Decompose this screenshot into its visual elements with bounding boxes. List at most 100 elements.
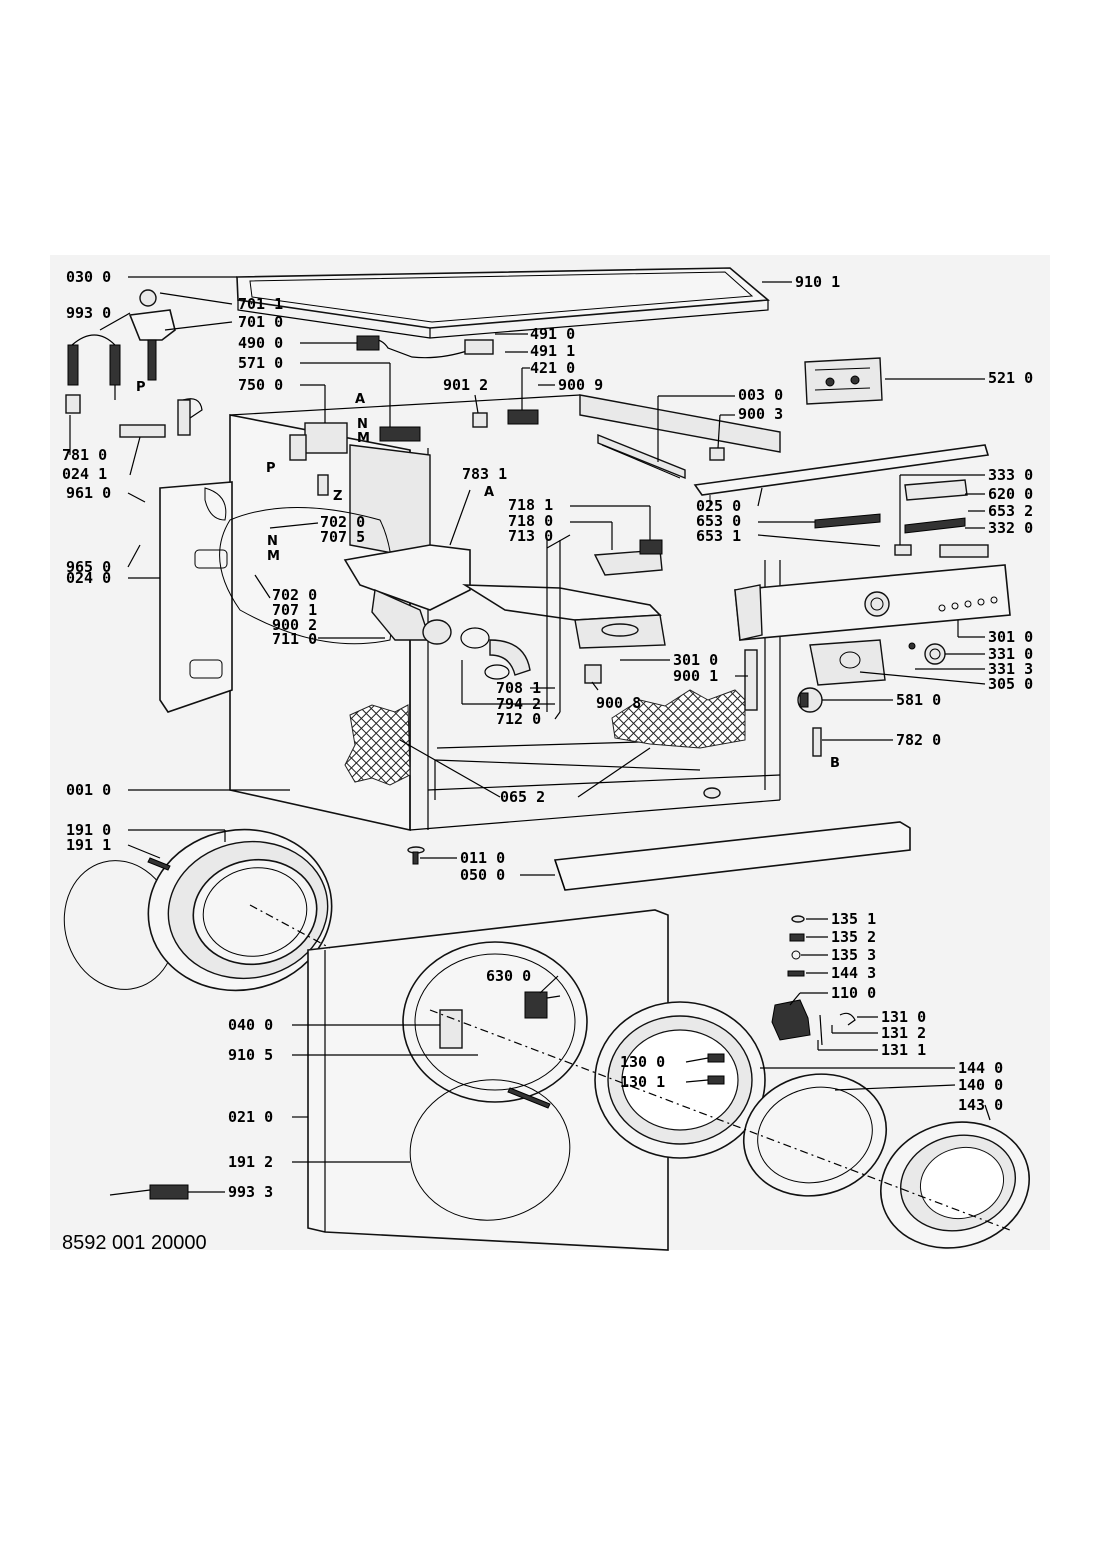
callout-571-0: 571 0 xyxy=(238,354,283,372)
callout-130-1: 130 1 xyxy=(620,1073,665,1091)
callout-140-0: 140 0 xyxy=(958,1076,1003,1094)
callout-910-5: 910 5 xyxy=(228,1046,273,1064)
electronic-module xyxy=(804,357,883,405)
tool-993-3 xyxy=(109,1184,189,1200)
knob-331-0 xyxy=(924,643,946,665)
callout-702-0-a: 702 0 xyxy=(320,513,365,531)
dispenser-housing xyxy=(343,544,471,645)
callout-421-0: 421 0 xyxy=(530,359,575,377)
callout-521-0: 521 0 xyxy=(988,369,1033,387)
callout-333-0: 333 0 xyxy=(988,466,1033,484)
callout-620-0: 620 0 xyxy=(988,485,1033,503)
callout-961-0: 961 0 xyxy=(66,484,111,502)
callout-713-0: 713 0 xyxy=(508,527,553,545)
door-handle xyxy=(771,999,823,1046)
callout-025-0: 025 0 xyxy=(696,497,741,515)
callout-130-0: 130 0 xyxy=(620,1053,665,1071)
callout-901-2: 901 2 xyxy=(443,376,488,394)
callout-191-0: 191 0 xyxy=(66,821,111,839)
top-cover xyxy=(236,267,770,339)
hinge-630-0 xyxy=(524,991,561,1019)
callout-143-0: 143 0 xyxy=(958,1096,1003,1114)
clip-900-8 xyxy=(584,664,602,684)
callout-653-1: 653 1 xyxy=(696,527,741,545)
cross-bar xyxy=(693,444,990,505)
callout-191-1: 191 1 xyxy=(66,836,111,854)
spring-191-1 xyxy=(147,857,171,871)
foot-011-0 xyxy=(407,846,425,865)
callout-900-8: 900 8 xyxy=(596,694,641,712)
letter-markers: A N M P Z A N M P B xyxy=(136,380,840,771)
rod-783-1 xyxy=(449,489,471,546)
door-outer-ring xyxy=(879,1121,1031,1249)
marker-p-inlet: P xyxy=(136,380,146,395)
dispenser-hose xyxy=(460,627,531,680)
control-buttons xyxy=(938,596,998,612)
callout-630-0: 630 0 xyxy=(486,967,531,985)
drain-cap xyxy=(703,787,721,799)
marker-m-detail: M xyxy=(267,549,280,564)
callout-191-2: 191 2 xyxy=(228,1153,273,1171)
rear-rail xyxy=(597,433,686,480)
callout-910-1: 910 1 xyxy=(795,273,840,291)
callout-131-2: 131 2 xyxy=(881,1024,926,1042)
callout-581-0: 581 0 xyxy=(896,691,941,709)
switch-block xyxy=(939,544,989,558)
siphon-cover xyxy=(593,539,663,576)
callout-331-0: 331 0 xyxy=(988,645,1033,663)
callout-653-0: 653 0 xyxy=(696,512,741,530)
marker-n-detail: N xyxy=(267,534,278,549)
small-hardware xyxy=(787,915,856,1026)
inlet-valve xyxy=(289,335,539,496)
mesh-pad-left xyxy=(344,704,411,786)
dispenser-drawer xyxy=(462,584,666,649)
door-lock-040-0 xyxy=(439,1009,463,1049)
callout-131-0: 131 0 xyxy=(881,1008,926,1026)
callout-135-3: 135 3 xyxy=(831,946,876,964)
callout-707-1: 707 1 xyxy=(272,601,317,619)
callout-993-3: 993 3 xyxy=(228,1183,273,1201)
callout-024-1: 024 1 xyxy=(62,465,107,483)
marker-a-valve: A xyxy=(355,392,365,407)
mesh-pad-right xyxy=(611,689,746,749)
inlet-assembly xyxy=(65,289,203,438)
detail-bubble xyxy=(219,507,394,645)
marker-p-valve: P xyxy=(266,461,276,476)
door-frame xyxy=(594,1001,766,1159)
callout-965-0: 965 0 xyxy=(66,558,111,576)
clip-900-3 xyxy=(709,447,725,461)
callout-331-3: 331 3 xyxy=(988,660,1033,678)
callout-135-1: 135 1 xyxy=(831,910,876,928)
callout-003-0: 003 0 xyxy=(738,386,783,404)
marker-a-rod: A xyxy=(484,485,494,500)
callout-001-0: 001 0 xyxy=(66,781,111,799)
callout-750-0: 750 0 xyxy=(238,376,283,394)
pressure-switch xyxy=(797,687,823,713)
document-number: 8592 001 20000 xyxy=(62,1232,207,1254)
hose-782-0 xyxy=(812,727,822,757)
callout-900-9: 900 9 xyxy=(558,376,603,394)
callout-131-1: 131 1 xyxy=(881,1041,926,1059)
callout-135-2: 135 2 xyxy=(831,928,876,946)
callout-011-0: 011 0 xyxy=(460,849,505,867)
callout-708-1: 708 1 xyxy=(496,679,541,697)
callout-144-0: 144 0 xyxy=(958,1059,1003,1077)
callout-707-5: 707 5 xyxy=(320,528,365,546)
callout-144-3: 144 3 xyxy=(831,964,876,982)
callout-718-0: 718 0 xyxy=(508,512,553,530)
callout-491-0: 491 0 xyxy=(530,325,575,343)
callout-labels: 030 0 701 1 701 0 993 0 490 0 571 0 750 … xyxy=(62,268,1033,1201)
callout-491-1: 491 1 xyxy=(530,342,575,360)
callout-305-0: 305 0 xyxy=(988,675,1033,693)
callout-711-0: 711 0 xyxy=(272,630,317,648)
callout-653-2: 653 2 xyxy=(988,502,1033,520)
callout-065-2: 065 2 xyxy=(500,788,545,806)
callout-110-0: 110 0 xyxy=(831,984,876,1002)
callout-783-1: 783 1 xyxy=(462,465,507,483)
callout-701-1: 701 1 xyxy=(238,295,283,313)
marker-b: B xyxy=(830,756,840,771)
side-panel xyxy=(159,481,233,713)
callout-900-2: 900 2 xyxy=(272,616,317,634)
marker-z: Z xyxy=(333,489,342,504)
